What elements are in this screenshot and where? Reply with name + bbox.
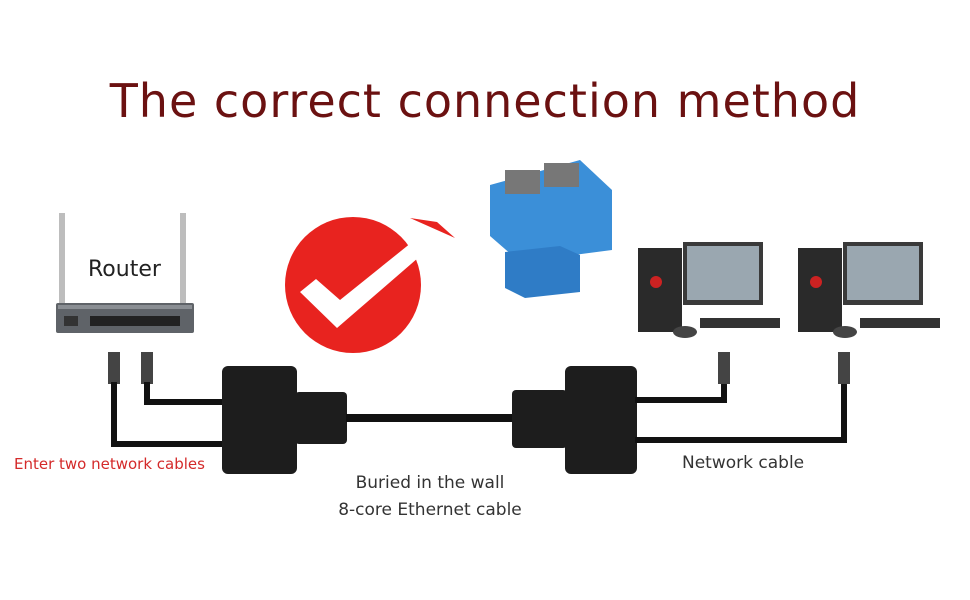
- check-mark-icon: [285, 217, 455, 353]
- router-icon: [56, 213, 194, 333]
- router-label: Router: [88, 257, 161, 282]
- buried-cable-label: Buried in the wall 8-core Ethernet cable: [280, 470, 580, 524]
- page-title: The correct connection method: [109, 74, 861, 128]
- network-cable-label: Network cable: [682, 453, 805, 473]
- cable-diagram: [108, 352, 850, 474]
- blue-splitter-icon: [490, 160, 612, 298]
- desktop-computer-icon: [638, 242, 780, 338]
- buried-line-1: Buried in the wall: [355, 473, 505, 493]
- desktop-computer-icon: [798, 242, 940, 338]
- enter-cables-label: Enter two network cables: [14, 455, 205, 473]
- buried-line-2: 8-core Ethernet cable: [338, 500, 522, 520]
